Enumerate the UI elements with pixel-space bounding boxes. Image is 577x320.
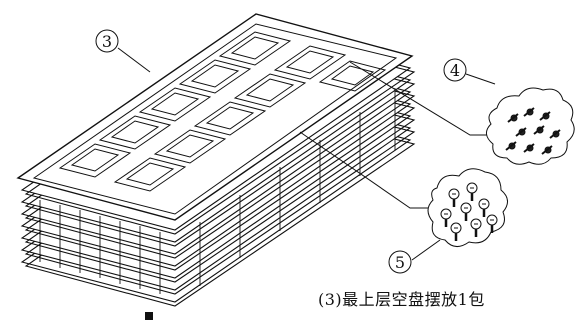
top-tray-inner-rim [32,23,398,215]
leader-4 [349,61,492,136]
tray-side-slots [39,88,396,294]
callout-3: 3 [95,29,119,53]
screw-cluster-5 [440,182,498,241]
callout-4-number: 4 [450,61,460,80]
callout-5-number: 5 [395,253,405,272]
tray-pockets [58,31,387,192]
leader-5 [299,131,432,209]
registration-mark [145,312,153,320]
screw-bag-4 [486,87,575,165]
callout-3-number: 3 [102,32,112,51]
screw-bag-5 [427,168,508,247]
leader-3 [117,47,151,73]
leader-lines [117,47,496,261]
leader-5-label [411,239,441,261]
tray-stack [16,13,416,307]
leader-4-label [465,73,496,85]
callout-5: 5 [388,250,412,274]
screw-cluster-4 [505,107,561,155]
diagram-caption: (3)最上层空盘摆放1包 [318,290,485,309]
callout-4: 4 [443,58,467,82]
